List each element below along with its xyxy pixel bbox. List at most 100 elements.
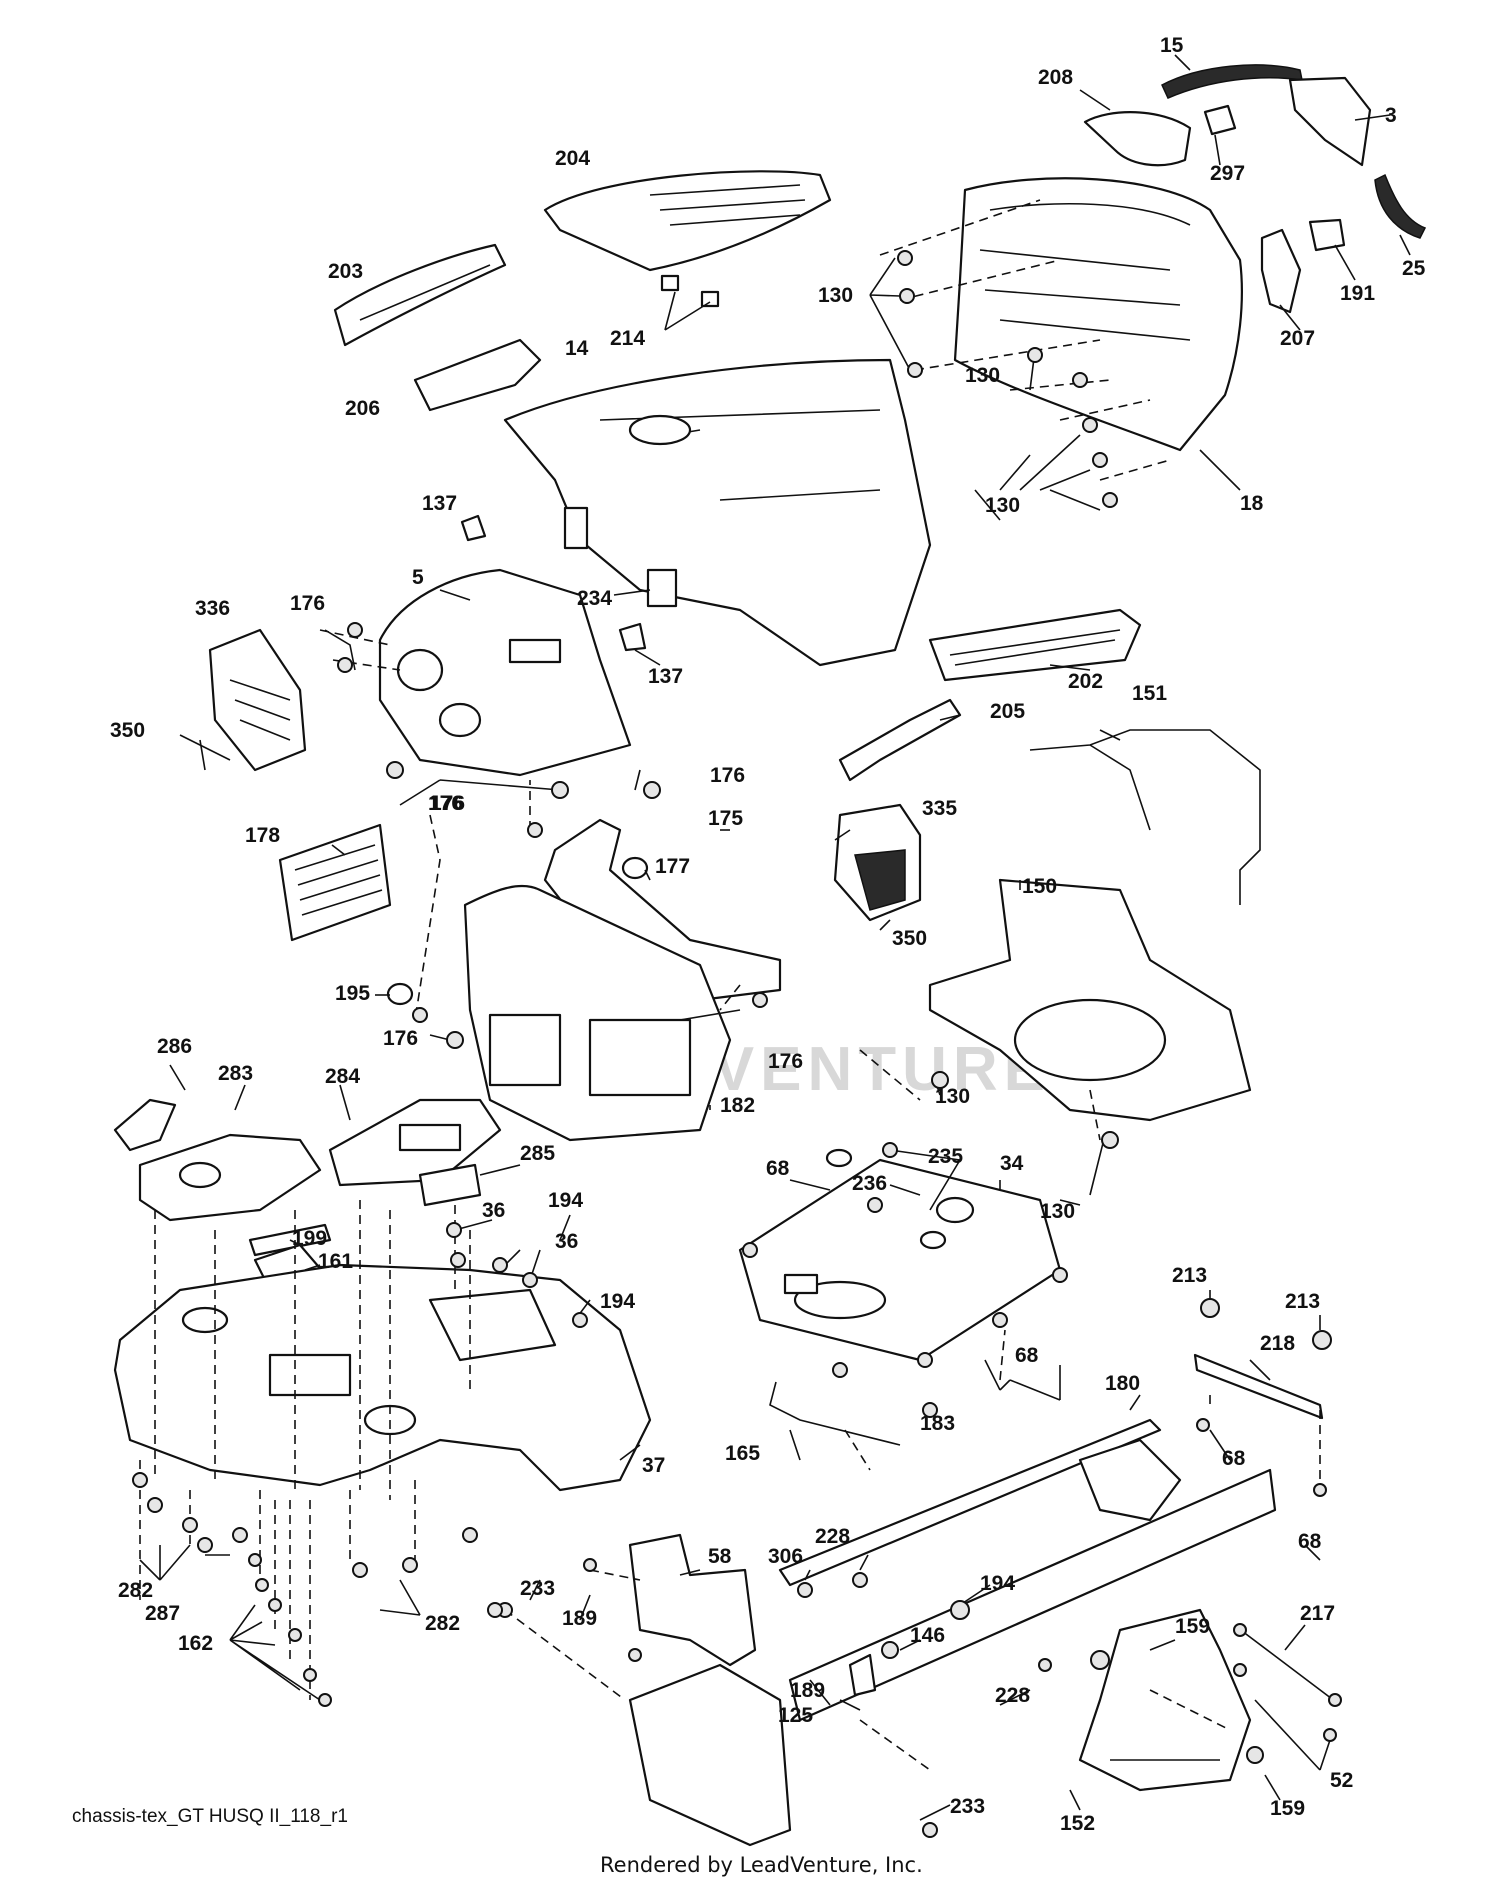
callout-284: 284 [325,1065,360,1088]
part-284-cover [328,1098,502,1187]
callout-37: 37 [642,1454,665,1477]
callout-68-a: 68 [766,1157,790,1180]
part-234-tab [563,506,678,608]
callout-130-e: 130 [1040,1200,1075,1223]
callout-207: 207 [1280,327,1315,350]
part-25-strip [1374,173,1427,239]
part-34-plate [738,1158,1062,1362]
part-180-frame [778,1418,1277,1722]
part-182-console-front [463,884,732,1142]
callout-146: 146 [910,1624,945,1647]
callout-177: 177 [655,855,690,878]
callout-3: 3 [1385,104,1397,127]
callout-282-a: 282 [118,1579,153,1602]
part-214-clips [660,274,720,308]
part-217-rod [1237,1627,1341,1706]
callout-194-a: 194 [548,1189,583,1212]
part-137-clip-b [618,622,647,652]
callout-68-c: 68 [1222,1447,1246,1470]
callout-175: 175 [708,807,743,830]
callout-336: 336 [195,597,230,620]
part-37-fender [113,1263,652,1492]
callout-34: 34 [1000,1152,1024,1175]
callout-182: 182 [720,1094,755,1117]
part-151-bracket [1029,729,1261,905]
part-335-panel [833,803,922,922]
part-235-bushing [825,1148,947,1250]
part-336-panel [208,628,307,772]
part-202-grille [928,608,1142,682]
callout-52: 52 [1330,1769,1353,1792]
callout-286: 286 [157,1035,192,1058]
callout-306: 306 [768,1545,803,1568]
callout-176-d: 176 [428,792,463,815]
callout-235: 235 [928,1145,963,1168]
part-178-grille [278,823,392,942]
callout-159-b: 159 [1270,1797,1305,1820]
callout-183: 183 [920,1412,955,1435]
callout-218: 218 [1260,1332,1295,1355]
callout-285: 285 [520,1142,555,1165]
part-5-dash [378,568,632,777]
callout-130-b: 130 [965,364,1000,387]
callout-137-a: 137 [422,492,457,515]
callout-152: 152 [1060,1812,1095,1835]
part-3-bracket [1288,76,1372,167]
callout-189-b: 189 [790,1679,825,1702]
part-150-pan [928,878,1252,1122]
callout-130-c: 130 [985,494,1020,517]
callout-36-a: 36 [482,1199,505,1222]
fasteners [132,250,1342,1838]
callout-18: 18 [1240,492,1264,515]
callout-206: 206 [345,397,380,420]
render-credit: Rendered by LeadVenture, Inc. [600,1853,923,1877]
dashed-leaders [139,199,1321,1771]
callout-191: 191 [1340,282,1375,305]
callout-350-b: 350 [892,927,927,950]
callout-176-b: 176 [710,764,745,787]
part-14-hood [503,358,932,667]
callout-125: 125 [778,1704,813,1727]
part-205-panel [838,698,962,782]
callout-213-a: 213 [1172,1264,1207,1287]
part-283-cover [138,1133,322,1222]
callout-236: 236 [852,1172,887,1195]
part-208-light [1083,111,1192,167]
callout-214: 214 [610,327,645,350]
part-18-bumper [953,177,1243,452]
callout-178: 178 [245,824,280,847]
callout-217: 217 [1300,1602,1335,1625]
part-58-bracket [628,1533,757,1667]
callout-162: 162 [178,1632,213,1655]
callout-202: 202 [1068,670,1103,693]
callout-176-e: 176 [383,1027,418,1050]
callout-208: 208 [1038,66,1073,89]
callout-176-f: 176 [768,1050,803,1073]
callout-161: 161 [318,1250,353,1273]
callout-287: 287 [145,1602,180,1625]
callout-14: 14 [565,337,589,360]
callout-233-a: 233 [520,1577,555,1600]
callout-199: 199 [292,1227,327,1250]
part-203-vent [333,243,507,347]
callout-205: 205 [990,700,1025,723]
callout-130-d: 130 [935,1085,970,1108]
callout-203: 203 [328,260,363,283]
callout-130-a: 130 [818,284,853,307]
callout-68-b: 68 [1015,1344,1039,1367]
part-218-bar [1193,1353,1324,1420]
part-206-panel [413,338,542,412]
callout-297: 297 [1210,162,1245,185]
part-125-bracket [848,1653,877,1697]
callout-68-d: 68 [1298,1530,1322,1553]
callouts: 15 208 3 204 297 25 130 191 203 214 207 … [110,34,1426,1835]
callout-165: 165 [725,1442,760,1465]
callout-176-c: 176 [430,792,465,815]
part-204-hood-cover [543,170,832,272]
callout-283: 283 [218,1062,253,1085]
part-207-light [1260,228,1302,314]
callout-194-c: 194 [980,1572,1015,1595]
callout-204: 204 [555,147,590,170]
callout-195: 195 [335,982,370,1005]
part-137-clip-a [460,514,487,542]
